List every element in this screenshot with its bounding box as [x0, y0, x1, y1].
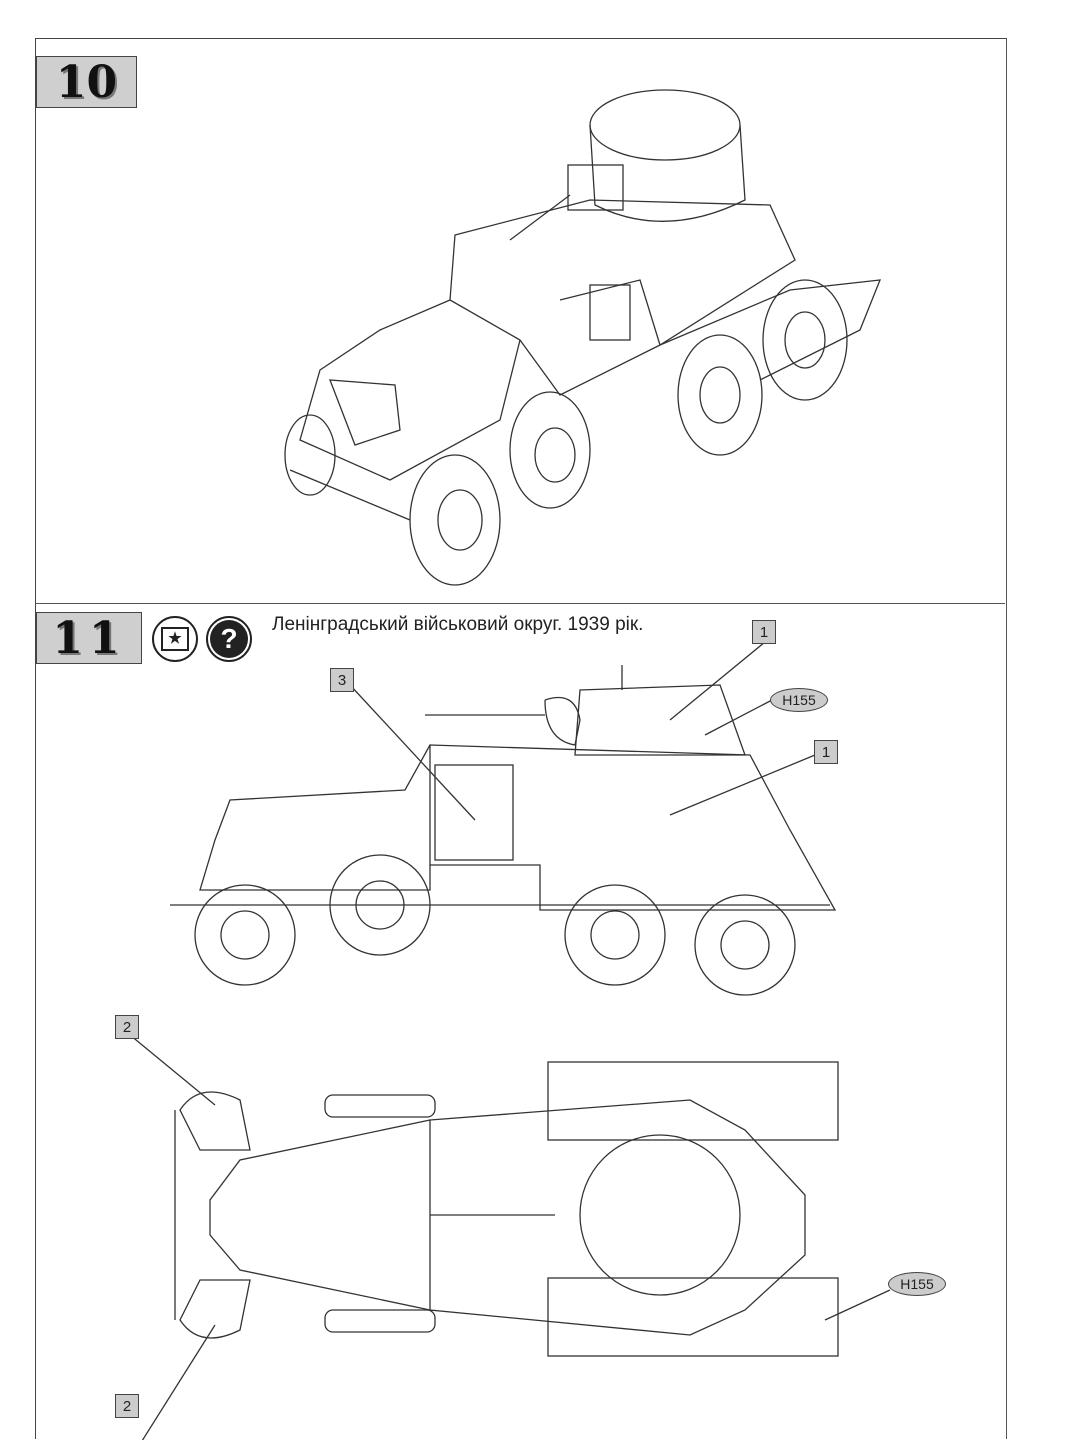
flag-star-icon: ★: [152, 616, 198, 662]
page-frame: [35, 38, 1007, 1439]
callout-part-1-hull: 1: [814, 740, 838, 764]
top-view-drawing: [129, 1034, 891, 1440]
paint-code-side: H155: [770, 688, 828, 712]
star-glyph: ★: [161, 627, 189, 651]
iso-armored-car-drawing: [284, 89, 882, 586]
step-11-badge: 11: [36, 612, 142, 664]
callout-part-2-bottom: 2: [115, 1394, 139, 1418]
side-wheels: [194, 854, 796, 996]
callout-part-3-door: 3: [330, 668, 354, 692]
step-divider: [35, 603, 1005, 604]
side-view-drawing: [170, 641, 837, 996]
question-icon: ?: [206, 616, 252, 662]
step-11-caption: Ленінградський військовий округ. 1939 рі…: [272, 614, 644, 635]
step-10-badge: 10: [36, 56, 137, 108]
paint-code-top: H155: [888, 1272, 946, 1296]
callout-part-1-turret: 1: [752, 620, 776, 644]
callout-part-2-top: 2: [115, 1015, 139, 1039]
question-glyph: ?: [210, 620, 248, 658]
